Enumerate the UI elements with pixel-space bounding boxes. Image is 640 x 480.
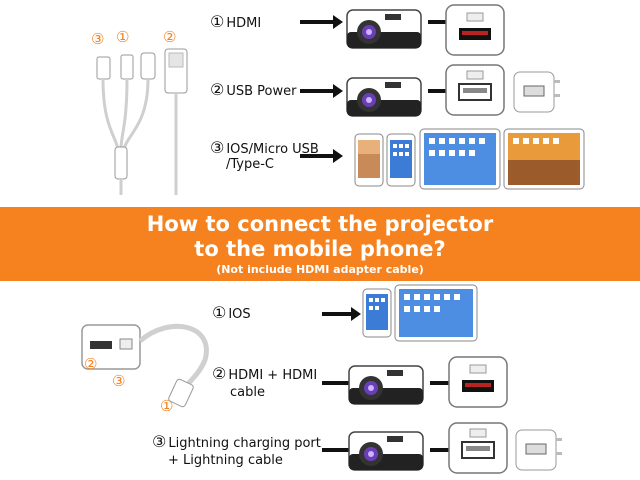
projector-icon [346,9,422,49]
arrow-right-icon [300,149,343,163]
projector-icon [348,431,424,471]
cable-port-marker: ② [163,28,177,46]
arrow-right-icon [300,15,343,29]
smartphone-icon [386,133,416,187]
arrow-right-icon [300,84,343,98]
projector-icon [348,365,424,405]
usb-power-adapter-icon [513,71,560,113]
banner-subtitle: (Not include HDMI adapter cable) [216,263,424,276]
usb-port-icon [448,422,508,474]
adapter-port-marker: ③ [112,372,126,390]
cable-port-marker: ③ [91,30,105,48]
arrow-right-icon [322,307,361,321]
usb-cable-3in1-icon [96,48,188,195]
projector-icon [346,77,422,117]
tablet-icon [394,284,478,342]
title-banner: How to connect the projector to the mobi… [0,207,640,281]
smartphone-icon [362,288,392,338]
row-lightning-label-line2: + Lightning cable [168,453,283,468]
banner-title-line2: to the mobile phone? [194,237,446,261]
adapter-port-marker: ① [160,397,174,415]
row-hdmi-cable-label-line2: cable [230,385,265,400]
banner-title-line1: How to connect the projector [146,212,494,236]
adapter-port-marker: ② [84,355,98,373]
tablet-icon [419,128,501,190]
usb-power-adapter-icon [515,429,562,471]
lightning-hdmi-adapter-icon [81,323,209,408]
tablet-icon [503,128,585,190]
smartphone-icon [354,133,384,187]
row-devices-label-line2: /Type-C [226,157,275,172]
usb-port-icon [445,64,505,116]
cable-port-marker: ① [116,28,130,46]
hdmi-port-icon [448,356,508,408]
hdmi-port-icon [445,4,505,56]
